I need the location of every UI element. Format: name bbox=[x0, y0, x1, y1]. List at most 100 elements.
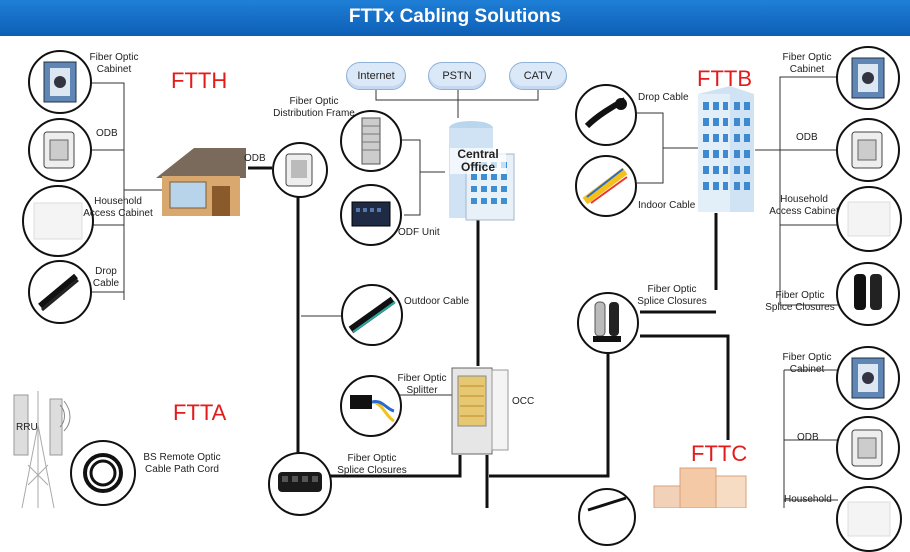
fttc-cabinet-line-1: Fiber Optic bbox=[782, 352, 832, 363]
ftth-cabinet-label: Fiber Optic Cabinet bbox=[80, 52, 148, 76]
section-ftth: FTTH bbox=[171, 68, 228, 93]
title-bar: FTTx Cabling Solutions bbox=[0, 0, 910, 36]
office-tower-icon bbox=[694, 84, 756, 214]
odb-box-icon bbox=[851, 131, 883, 169]
fttb-cabinet-circle bbox=[836, 46, 900, 110]
splitter-label: Fiber Optic Splitter bbox=[390, 373, 454, 397]
fttb-household-line-2: Access Cabinet bbox=[769, 206, 839, 217]
fttb-indoor-label: Indoor Cable bbox=[638, 200, 696, 211]
section-ftta: FTTA bbox=[173, 400, 227, 425]
distribution-frame-icon bbox=[361, 117, 381, 165]
odf-unit-icon bbox=[351, 201, 391, 227]
odb-box-icon bbox=[851, 429, 883, 467]
fttc-odb-label: ODB bbox=[797, 432, 819, 443]
splitter-circle bbox=[340, 375, 402, 437]
central-office-line-1: Central bbox=[457, 147, 499, 161]
mid-splice-label: Fiber Optic Splice Closures bbox=[632, 284, 712, 308]
fttb-splice-line-1: Fiber Optic bbox=[775, 290, 825, 301]
outdoor-cable-label: Outdoor Cable bbox=[404, 296, 470, 307]
odf-unit-circle bbox=[340, 184, 402, 246]
odf-frame-line-1: Fiber Optic bbox=[289, 96, 339, 107]
fttb-drop-label: Drop Cable bbox=[638, 92, 689, 103]
splitter-line-1: Fiber Optic bbox=[397, 373, 447, 384]
fttb-cabinet-line-2: Cabinet bbox=[789, 64, 825, 75]
ftth-drop-line-2: Cable bbox=[92, 278, 120, 289]
fttc-bottom-circle bbox=[578, 488, 636, 546]
page-title: FTTx Cabling Solutions bbox=[348, 6, 562, 27]
fttb-drop-circle bbox=[575, 84, 637, 146]
household-cabinet-icon bbox=[33, 202, 83, 240]
fttb-odb-circle bbox=[836, 118, 900, 182]
fttb-household-label: Household Access Cabinet bbox=[764, 194, 844, 218]
odf-frame-line-2: Distribution Frame bbox=[273, 108, 355, 119]
fttb-indoor-circle bbox=[575, 155, 637, 217]
ftth-household-label: Household Access Cabinet bbox=[78, 196, 158, 220]
section-fttc: FTTC bbox=[691, 441, 748, 466]
splice-bottom-line-1: Fiber Optic bbox=[347, 453, 397, 464]
central-office-label: Central Office bbox=[450, 148, 506, 174]
ftth-cabinet-line-2: Cabinet bbox=[96, 64, 132, 75]
splice-bottom-label: Fiber Optic Splice Closures bbox=[326, 453, 418, 477]
splice-bottom-circle bbox=[268, 452, 332, 516]
drop-cable-icon bbox=[584, 97, 627, 129]
household-cabinet-icon bbox=[847, 501, 891, 537]
splice-closure-icon bbox=[593, 301, 621, 342]
connection-lines bbox=[92, 76, 838, 508]
cloud-pstn: PSTN bbox=[428, 62, 486, 90]
splice-bottom-line-2: Splice Closures bbox=[337, 465, 407, 476]
indoor-cable-icon bbox=[582, 167, 628, 205]
drop-cable-icon bbox=[38, 273, 79, 312]
cloud-internet-label: Internet bbox=[357, 70, 395, 82]
ftth-odb-label: ODB bbox=[96, 128, 118, 139]
splitter-icon bbox=[350, 395, 395, 423]
cabinet-icon bbox=[851, 57, 885, 99]
fttc-household-label: Household bbox=[784, 494, 832, 505]
occ-label: OCC bbox=[512, 396, 535, 407]
section-fttb: FTTB bbox=[697, 66, 752, 91]
ftth-drop-label: Drop Cable bbox=[88, 266, 124, 290]
odf-unit-label: ODF Unit bbox=[398, 227, 440, 238]
fttb-cabinet-label: Fiber Optic Cabinet bbox=[772, 52, 842, 76]
house-odb-label: ODB bbox=[244, 153, 266, 164]
cloud-catv-label: CATV bbox=[523, 70, 553, 82]
fttc-cabinet-line-2: Cabinet bbox=[789, 364, 825, 375]
ftth-odb-circle bbox=[28, 118, 92, 182]
cable-icon bbox=[587, 496, 627, 512]
ftth-household-line-1: Household bbox=[94, 196, 142, 207]
outdoor-cable-icon bbox=[348, 296, 396, 334]
mid-splice-line-1: Fiber Optic bbox=[647, 284, 697, 295]
cabinet-icon bbox=[851, 357, 885, 399]
occ-cabinet-icon bbox=[450, 366, 510, 456]
bs-cord-line-2: Cable Path Cord bbox=[145, 464, 219, 475]
ftth-drop-circle bbox=[28, 260, 92, 324]
bs-cord-label: BS Remote Optic Cable Path Cord bbox=[132, 452, 232, 476]
fttb-splice-line-2: Splice Closures bbox=[765, 302, 835, 313]
ftth-household-circle bbox=[22, 185, 94, 257]
cloud-catv: CATV bbox=[509, 62, 567, 90]
antenna-tower-icon bbox=[8, 385, 78, 509]
fttc-buildings-icon bbox=[650, 462, 760, 509]
ftth-household-line-2: Access Cabinet bbox=[83, 208, 153, 219]
fttc-cabinet-label: Fiber Optic Cabinet bbox=[772, 352, 842, 376]
fttb-household-line-1: Household bbox=[780, 194, 828, 205]
household-cabinet-icon bbox=[847, 201, 891, 237]
fttc-household-circle bbox=[836, 486, 902, 552]
ftth-cabinet-circle bbox=[28, 50, 92, 114]
house-odb-circle bbox=[272, 142, 328, 198]
odf-frame-circle bbox=[340, 110, 402, 172]
cabinet-icon bbox=[43, 61, 77, 103]
rru-label: RRU bbox=[16, 422, 38, 433]
odf-frame-label: Fiber Optic Distribution Frame bbox=[262, 96, 366, 120]
mid-splice-circle bbox=[577, 292, 639, 354]
fttb-odb-label: ODB bbox=[796, 132, 818, 143]
cloud-pstn-label: PSTN bbox=[442, 70, 472, 82]
ftth-drop-line-1: Drop bbox=[95, 266, 117, 277]
odb-box-icon bbox=[43, 131, 75, 169]
bs-cord-line-1: BS Remote Optic bbox=[143, 452, 221, 463]
fttb-cabinet-line-1: Fiber Optic bbox=[782, 52, 832, 63]
ftth-cabinet-line-1: Fiber Optic bbox=[89, 52, 139, 63]
bs-cord-circle bbox=[70, 440, 136, 506]
fttc-odb-circle bbox=[836, 416, 900, 480]
mid-splice-line-2: Splice Closures bbox=[637, 296, 707, 307]
splice-closure-icon bbox=[278, 472, 322, 492]
